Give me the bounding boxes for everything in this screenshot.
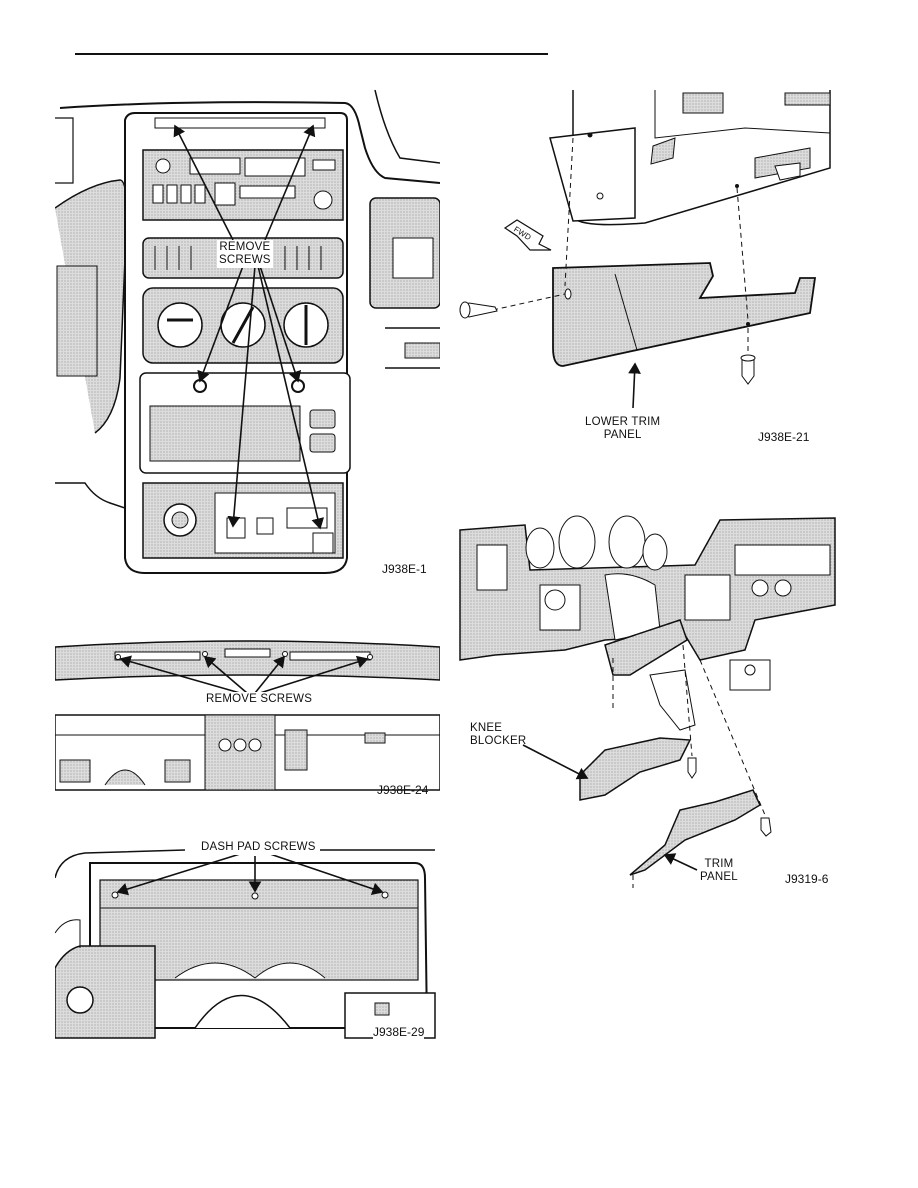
lower-trim-drawing (459, 90, 831, 409)
callout-line-1: TRIM (704, 858, 734, 870)
dash-pad-drawing (55, 849, 436, 1039)
figure-code: J938E-1 (382, 562, 427, 576)
figure-knee-blocker: KNEE BLOCKER TRIM PANEL J9319-6 (455, 510, 840, 890)
callout-line-2: PANEL (603, 429, 642, 441)
figure-code: J938E-21 (758, 430, 810, 444)
figure-code: J9319-6 (785, 872, 829, 886)
trim-panel-callout: TRIM PANEL (700, 858, 738, 884)
callout-line-2: SCREWS (219, 254, 271, 266)
knee-blocker-callout: KNEE BLOCKER (470, 722, 526, 748)
knee-blocker-drawing (459, 515, 836, 888)
figure-lower-trim-panel: FWD LOWER TRIM PANEL J938E-21 (455, 88, 835, 463)
callout-line-1: LOWER TRIM (585, 416, 661, 428)
figure-center-bezel: REMOVE SCREWS J938E-1 (55, 88, 440, 588)
figure-code: J938E-29 (373, 1025, 425, 1039)
callout-line-2: BLOCKER (470, 735, 527, 747)
callout-line-1: REMOVE (219, 241, 271, 253)
remove-screws-callout: REMOVE SCREWS (217, 240, 273, 268)
figure-code: J938E-24 (377, 783, 429, 797)
callout-line-1: KNEE (470, 722, 503, 734)
header-rule (75, 53, 548, 55)
callout-line-2: PANEL (700, 871, 738, 883)
figure-top-cover: REMOVE SCREWS J938E-24 (55, 635, 440, 800)
figure-dash-pad: DASH PAD SCREWS J938E-29 (55, 838, 440, 1043)
top-cover-drawing (55, 640, 440, 791)
lower-trim-callout: LOWER TRIM PANEL (585, 416, 660, 442)
dash-pad-screws-callout: DASH PAD SCREWS (198, 840, 319, 855)
remove-screws-callout: REMOVE SCREWS (203, 692, 316, 707)
center-bezel-drawing (55, 89, 440, 574)
